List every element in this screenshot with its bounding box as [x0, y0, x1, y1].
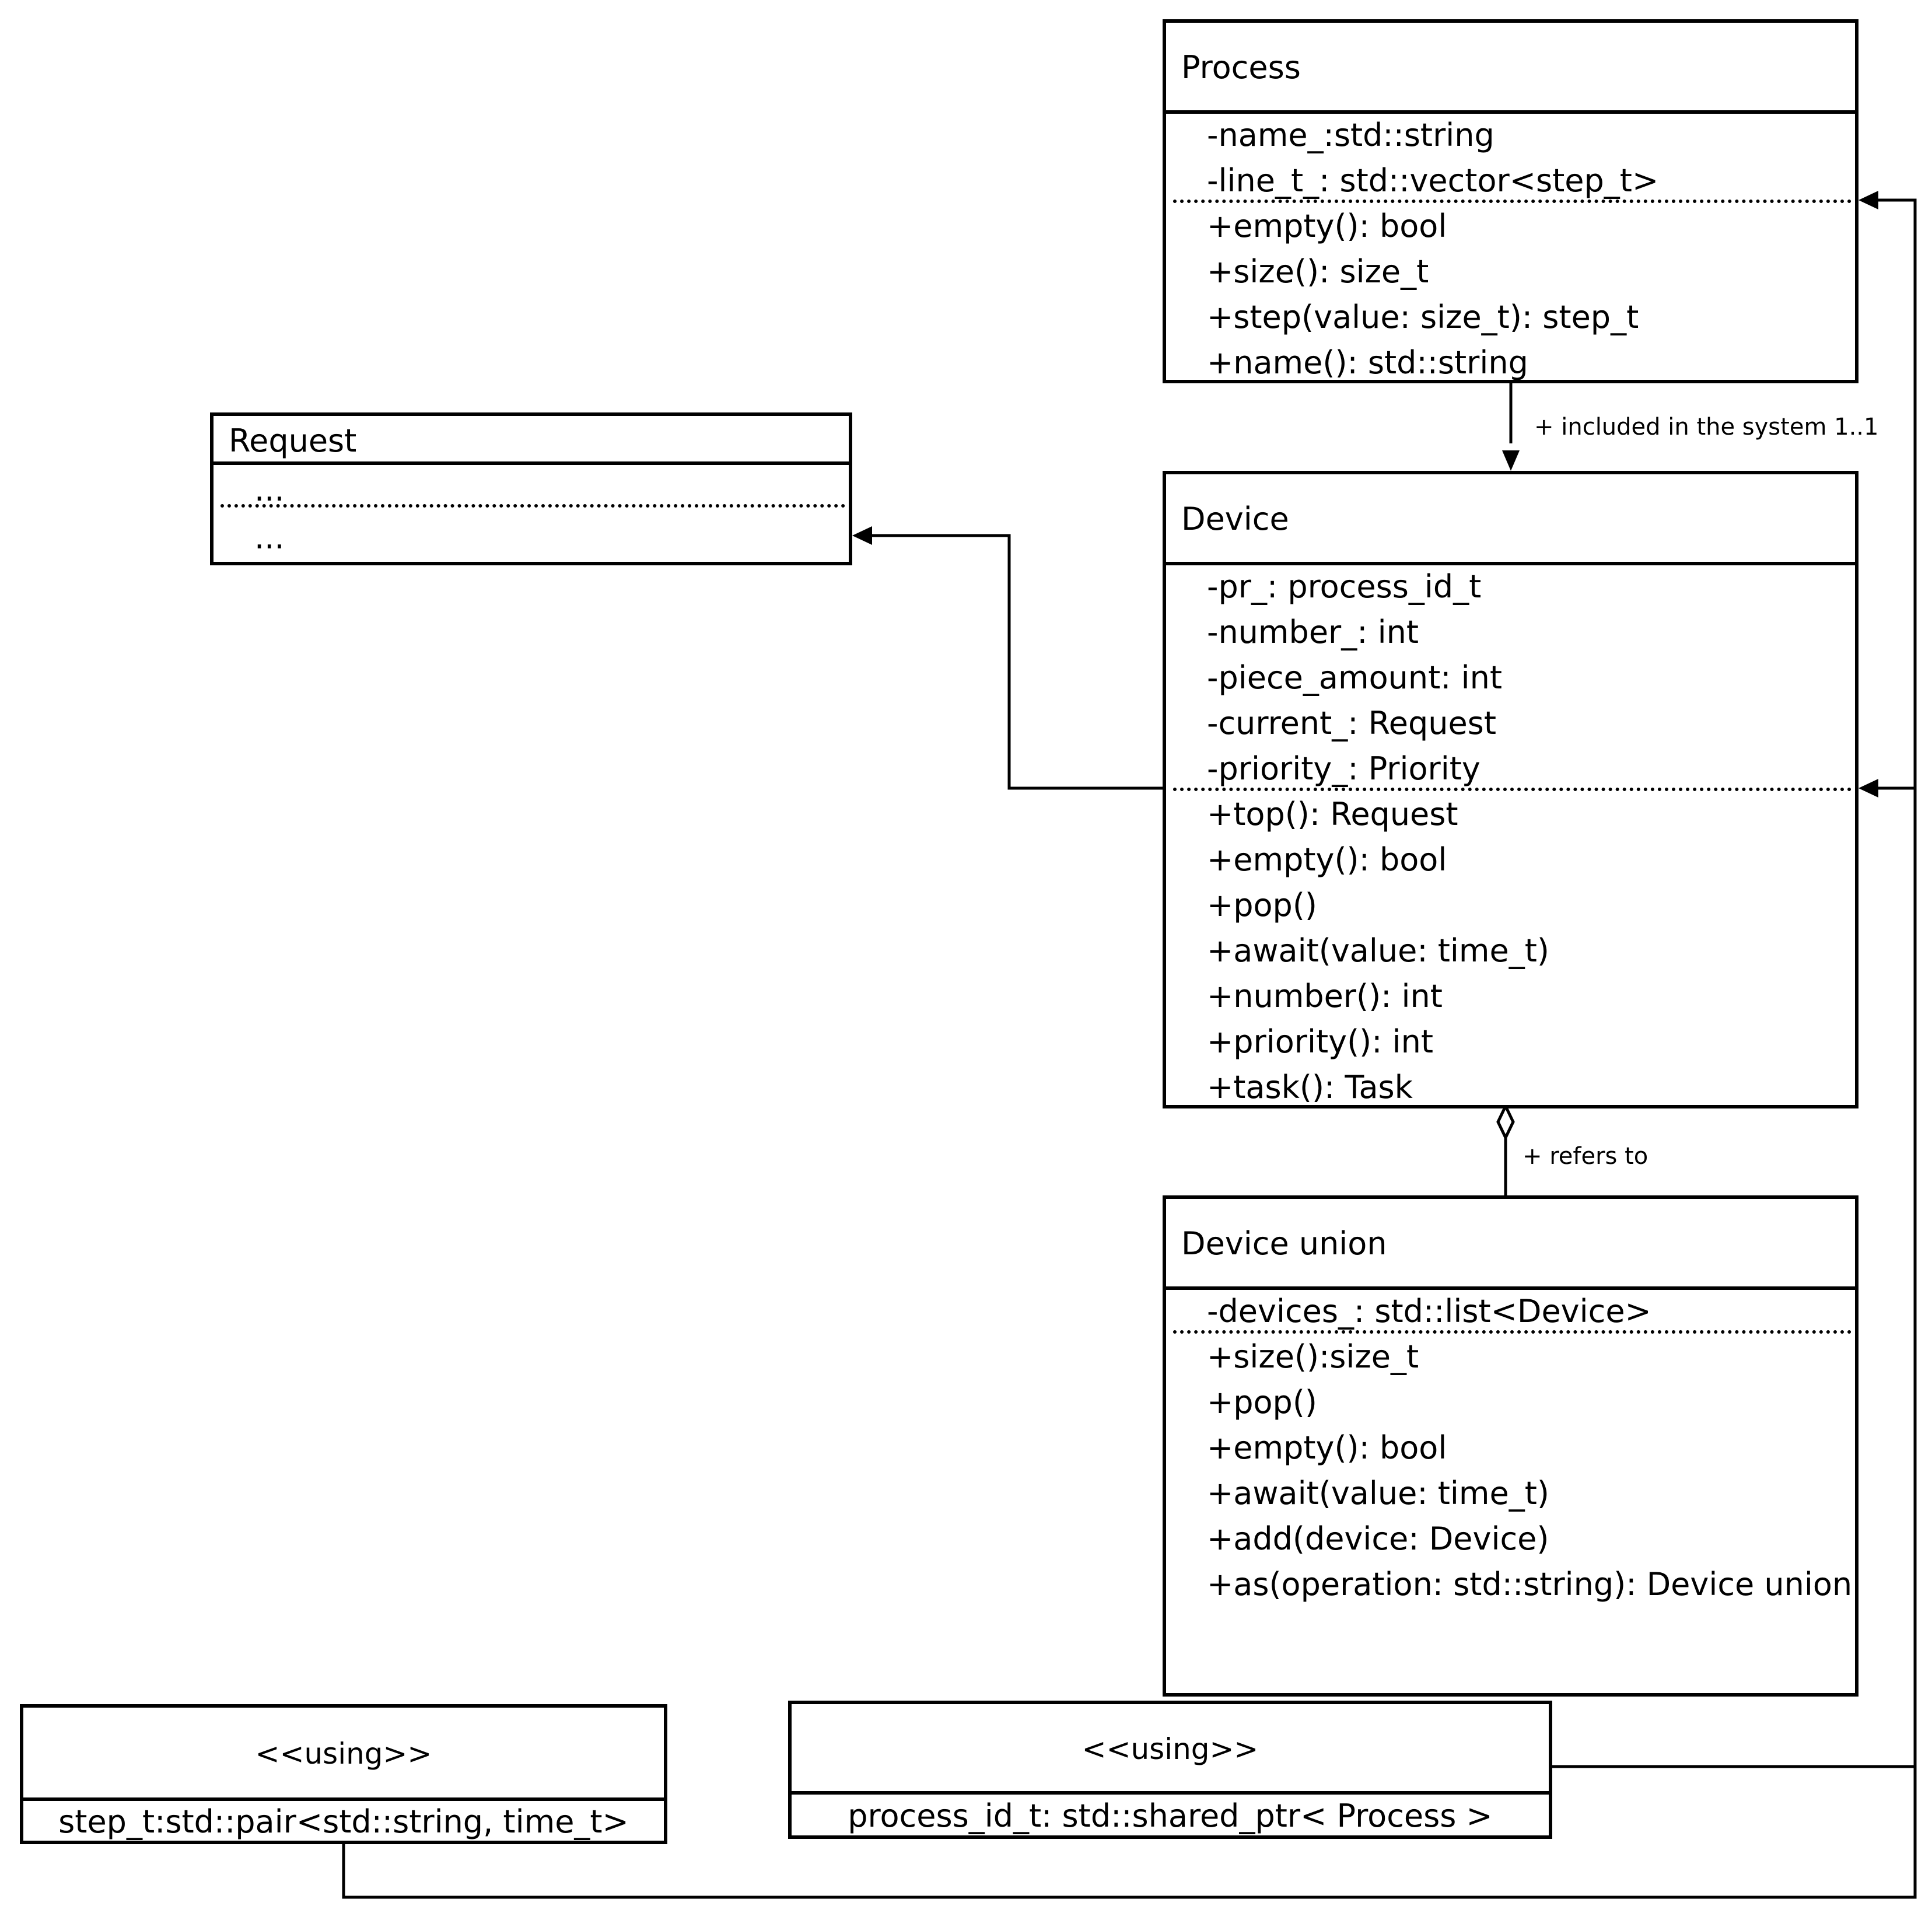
- device-attribute: -piece_amount: int: [1207, 659, 1503, 696]
- device-method: +pop(): [1207, 887, 1317, 924]
- process-device-label: + included in the system 1..1: [1534, 414, 1879, 440]
- device-header: Device: [1166, 474, 1855, 565]
- device-title: Device: [1181, 501, 1289, 537]
- process-attribute: -line_t_: std::vector<step_t>: [1207, 162, 1659, 199]
- using-step-line: [342, 1767, 1917, 1899]
- device-union-method: +as(operation: std::string): Device unio…: [1207, 1566, 1853, 1603]
- device-method: +top(): Request: [1207, 796, 1458, 833]
- process-attribute: -name_:std::string: [1207, 117, 1494, 153]
- using-to-process-arrowhead: [1859, 191, 1878, 209]
- device-attribute: -priority_: Priority: [1207, 750, 1480, 787]
- device-union-title: Device union: [1181, 1225, 1387, 1262]
- device-attribute: -pr_: process_id_t: [1207, 568, 1482, 605]
- request-class[interactable]: Request ... ...: [210, 412, 852, 565]
- using-step-box[interactable]: <<using>> step_t:std::pair<std::string, …: [20, 1704, 667, 1844]
- process-header: Process: [1166, 23, 1855, 114]
- using-process-box[interactable]: <<using>> process_id_t: std::shared_ptr<…: [788, 1701, 1552, 1839]
- device-union-method: +pop(): [1207, 1384, 1317, 1421]
- device-union-method: +empty(): bool: [1207, 1429, 1447, 1466]
- device-union-header: Device union: [1166, 1199, 1855, 1290]
- using-step-definition: step_t:std::pair<std::string, time_t>: [58, 1803, 629, 1840]
- using-process-header: <<using>>: [792, 1704, 1549, 1795]
- using-to-device-arrowhead: [1859, 779, 1878, 798]
- request-title: Request: [229, 422, 357, 459]
- process-method: +step(value: size_t): step_t: [1207, 299, 1639, 335]
- process-title: Process: [1181, 49, 1301, 86]
- request-method: ...: [254, 519, 285, 556]
- process-method: +empty(): bool: [1207, 208, 1447, 244]
- device-union-method: +size():size_t: [1207, 1338, 1419, 1375]
- process-method: +size(): size_t: [1207, 253, 1429, 290]
- union-device-label: + refers to: [1522, 1143, 1648, 1170]
- device-union-method: +add(device: Device): [1207, 1520, 1549, 1557]
- device-attribute: -number_: int: [1207, 614, 1419, 651]
- request-separator: [220, 504, 845, 508]
- request-attribute: ...: [254, 471, 285, 508]
- device-to-request-arrowhead: [852, 526, 872, 545]
- device-class[interactable]: Device -pr_: process_id_t -number_: int …: [1163, 471, 1859, 1108]
- using-process-stereotype: <<using>>: [1082, 1732, 1259, 1766]
- device-method: +empty(): bool: [1207, 841, 1447, 878]
- process-to-device-arrowhead: [1502, 450, 1520, 471]
- process-class[interactable]: Process -name_:std::string -line_t_: std…: [1163, 19, 1859, 383]
- device-union-separator: [1173, 1330, 1852, 1334]
- device-union-attribute: -devices_: std::list<Device>: [1207, 1293, 1651, 1330]
- device-method: +number(): int: [1207, 978, 1443, 1015]
- device-attribute: -current_: Request: [1207, 705, 1496, 742]
- device-union-class[interactable]: Device union -devices_: std::list<Device…: [1163, 1195, 1859, 1697]
- device-method: +priority(): int: [1207, 1023, 1433, 1060]
- request-header: Request: [214, 416, 849, 465]
- aggregation-diamond: [1496, 1103, 1515, 1141]
- device-separator: [1173, 788, 1852, 791]
- using-process-line: [1550, 198, 1917, 1768]
- process-separator: [1173, 200, 1852, 203]
- device-method: +await(value: time_t): [1207, 932, 1549, 969]
- device-method: +task(): Task: [1207, 1069, 1413, 1106]
- using-step-stereotype: <<using>>: [255, 1737, 432, 1771]
- using-process-definition: process_id_t: std::shared_ptr< Process >: [848, 1797, 1493, 1834]
- process-method: +name(): std::string: [1207, 344, 1528, 381]
- device-to-request-line: [872, 534, 1164, 790]
- device-union-method: +await(value: time_t): [1207, 1475, 1549, 1512]
- using-step-header: <<using>>: [23, 1708, 664, 1801]
